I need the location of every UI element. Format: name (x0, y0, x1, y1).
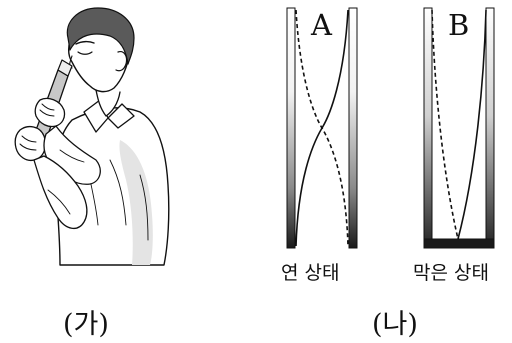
hair (66, 7, 135, 65)
shirt-collar (83, 99, 135, 133)
tube-a-dashed-wave (295, 9, 349, 247)
tube-a-state-label: 연 상태 (281, 262, 340, 284)
man-playing-recorder-illustration (14, 7, 170, 266)
recorder-mouthpiece (57, 59, 73, 77)
right-sleeve (33, 155, 88, 229)
tube-b-bottom-cap (423, 238, 495, 249)
tube-b-solid-wave (457, 9, 487, 240)
tube-b-dashed-wave (431, 9, 459, 240)
tube-a-right-wall (348, 7, 358, 249)
tube-b-letter: B (448, 8, 470, 42)
tube-b-left-wall (423, 7, 433, 249)
closed-eye (77, 51, 93, 55)
tube-a-open (286, 7, 358, 249)
tube-a-left-wall (286, 7, 296, 249)
tube-b-closed (423, 7, 495, 249)
panel-caption-left: (가) (63, 309, 109, 340)
tube-a-letter: A (311, 8, 332, 42)
panel-caption-right: (나) (372, 309, 418, 340)
neck (95, 89, 121, 117)
tube-b-state-label: 막은 상태 (413, 262, 489, 284)
lower-hand (14, 125, 47, 162)
shirt-shading (119, 140, 153, 265)
eyebrow (75, 40, 95, 45)
tube-b-right-wall (485, 7, 495, 249)
ear (115, 51, 128, 72)
upper-fingers (39, 103, 55, 117)
sleeve-folds (47, 149, 85, 215)
lower-fingers (19, 135, 37, 151)
